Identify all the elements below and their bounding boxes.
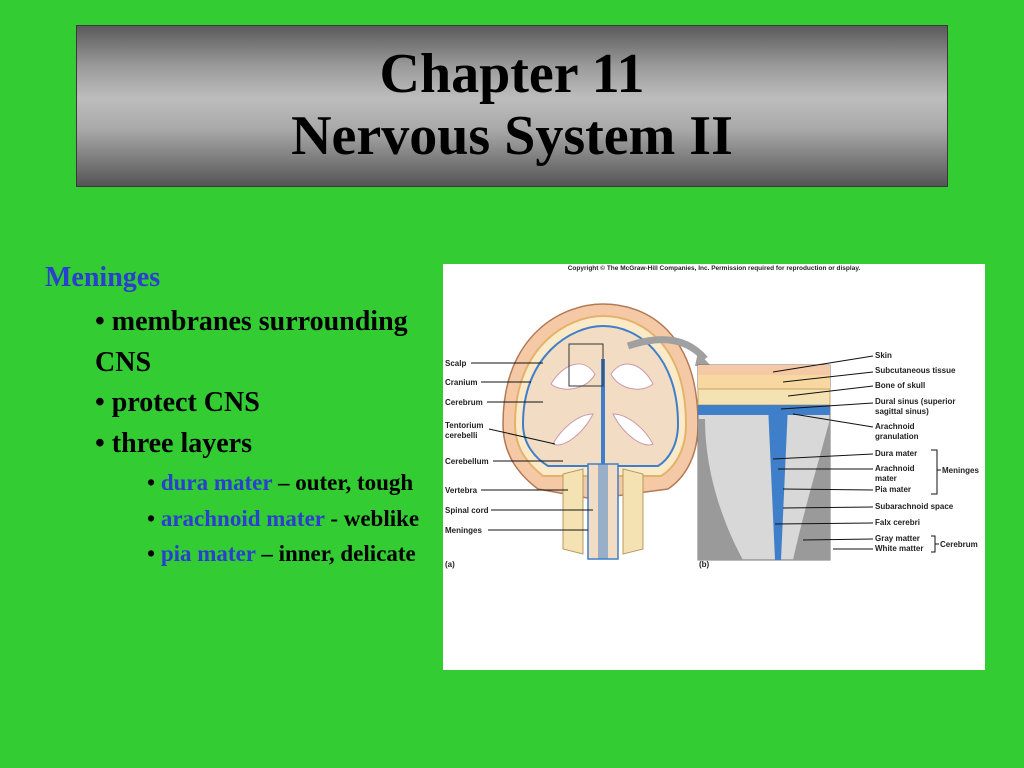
label-tentorium: Tentorium: [445, 421, 484, 430]
bullet-mark: •: [147, 541, 161, 567]
bullet-three-layers: • three layers: [95, 427, 253, 459]
term-arachnoid-mater: arachnoid mater: [160, 505, 325, 531]
label-spinal-cord: Spinal cord: [445, 506, 489, 515]
label-cerebrum: Cerebrum: [445, 398, 483, 407]
label-cerebrum-group: Cerebrum: [940, 540, 978, 549]
desc-dura-mater: – outer, tough: [272, 470, 414, 496]
title-line-1: Chapter 11: [379, 43, 645, 105]
label-pia-mater: Pia mater: [875, 485, 911, 494]
desc-pia-mater: – inner, delicate: [255, 541, 416, 567]
meninges-diagram: Copyright © The McGraw-Hill Companies, I…: [445, 264, 979, 569]
panel-a-letter: (a): [445, 560, 455, 569]
title-banner: Chapter 11 Nervous System II: [76, 25, 948, 187]
layer-dura-mater: • dura mater – outer, tough: [147, 466, 425, 499]
head-section-drawing: [502, 303, 699, 560]
labels-panel-b: Skin Subcutaneous tissue Bone of skull D…: [699, 351, 979, 569]
label-dural-sinus: Dural sinus (superior: [875, 397, 955, 406]
term-pia-mater: pia mater: [160, 541, 256, 567]
label-mater: mater: [875, 474, 897, 483]
label-subcutaneous: Subcutaneous tissue: [875, 366, 956, 375]
label-sagittal-sinus: sagittal sinus): [875, 407, 929, 416]
meninges-closeup-drawing: [697, 364, 831, 561]
label-scalp: Scalp: [445, 359, 466, 368]
labels-panel-a: Scalp Cranium Cerebrum Tentorium cerebel…: [445, 359, 593, 569]
bullet-protect: • protect CNS: [95, 387, 260, 419]
label-skin: Skin: [875, 351, 892, 360]
figure-copyright: Copyright © The McGraw-Hill Companies, I…: [568, 264, 861, 272]
title-line-2: Nervous System II: [291, 104, 733, 167]
layer-pia-mater: • pia mater – inner, delicate: [147, 537, 425, 570]
section-heading: Meninges: [45, 262, 161, 293]
bullet-mark: •: [147, 505, 161, 531]
meninges-text: Meninges • membranes surrounding CNS • p…: [45, 262, 425, 570]
label-falx-cerebri: Falx cerebri: [875, 518, 920, 527]
label-meninges-a: Meninges: [445, 526, 482, 535]
label-cranium: Cranium: [445, 378, 477, 387]
meninges-figure: Copyright © The McGraw-Hill Companies, I…: [443, 264, 985, 670]
desc-arachnoid-mater: - weblike: [324, 505, 420, 531]
panel-b-letter: (b): [699, 560, 710, 569]
label-cerebelli: cerebelli: [445, 431, 477, 440]
label-meninges-group: Meninges: [942, 466, 979, 475]
label-subarachnoid: Subarachnoid space: [875, 502, 954, 511]
bullet-membranes: • membranes surrounding CNS: [95, 306, 408, 378]
label-arachnoid-mater: Arachnoid: [875, 464, 915, 473]
term-dura-mater: dura mater: [160, 470, 273, 496]
label-vertebra: Vertebra: [445, 486, 478, 495]
label-granulation: granulation: [875, 432, 919, 441]
zoom-arrow-icon: [626, 336, 708, 362]
bullet-mark: •: [147, 470, 161, 496]
label-arachnoid-granulation: Arachnoid: [875, 422, 915, 431]
label-cerebellum: Cerebellum: [445, 457, 489, 466]
label-white-matter: White matter: [875, 544, 923, 553]
label-gray-matter: Gray matter: [875, 534, 920, 543]
label-bone-of-skull: Bone of skull: [875, 381, 925, 390]
layer-arachnoid-mater: • arachnoid mater - weblike: [147, 502, 425, 535]
label-dura-mater: Dura mater: [875, 449, 917, 458]
